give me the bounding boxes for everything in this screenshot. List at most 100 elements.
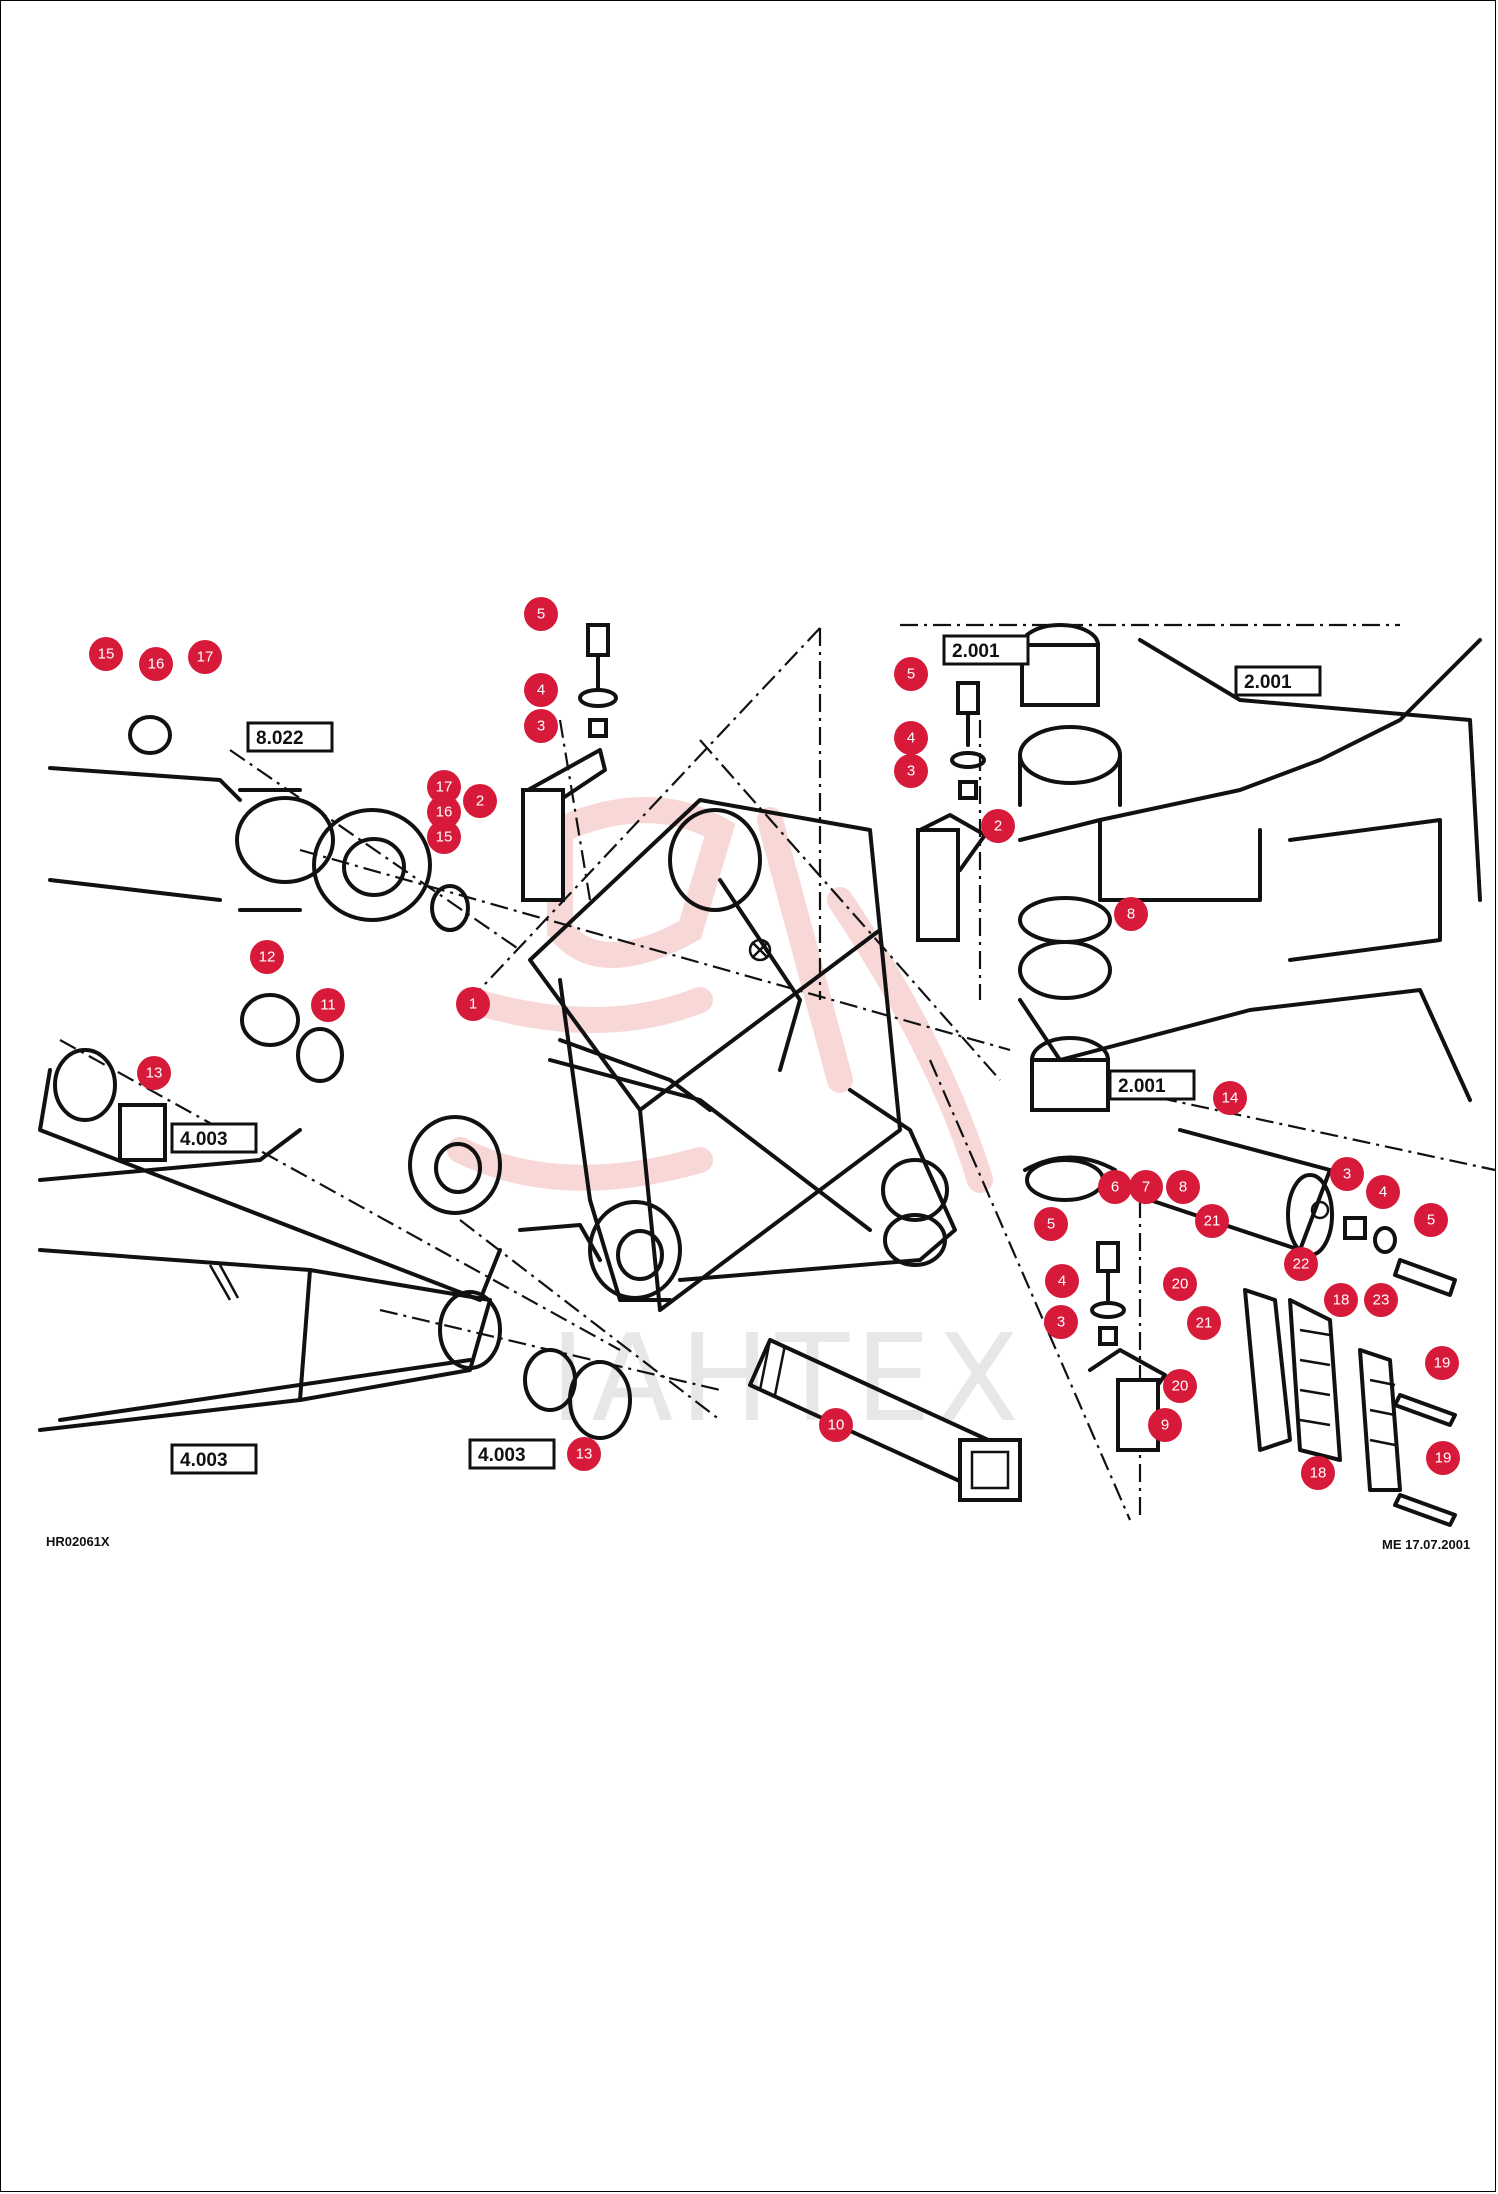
svg-text:11: 11 (320, 997, 336, 1014)
svg-text:19: 19 (1435, 1450, 1452, 1467)
callout-badge-18: 18 (1324, 1283, 1358, 1317)
svg-text:23: 23 (1373, 1292, 1390, 1309)
svg-text:3: 3 (1343, 1166, 1351, 1183)
callout-badge-17: 17 (188, 640, 222, 674)
callout-badge-3: 3 (1330, 1157, 1364, 1191)
svg-text:10: 10 (828, 1417, 845, 1434)
callout-badge-14: 14 (1213, 1081, 1247, 1115)
svg-text:6: 6 (1111, 1179, 1119, 1196)
svg-text:17: 17 (197, 649, 214, 666)
callout-badge-8: 8 (1114, 897, 1148, 931)
svg-text:3: 3 (537, 718, 545, 735)
svg-text:19: 19 (1434, 1355, 1451, 1372)
svg-text:7: 7 (1142, 1179, 1150, 1196)
callout-badge-2: 2 (981, 809, 1015, 843)
callout-badge-7: 7 (1129, 1170, 1163, 1204)
svg-text:20: 20 (1172, 1378, 1189, 1395)
svg-text:8: 8 (1127, 906, 1135, 923)
reference-box-8022: 8.022 (246, 721, 334, 753)
svg-text:13: 13 (146, 1065, 163, 1082)
svg-text:4: 4 (907, 730, 915, 747)
svg-text:17: 17 (436, 779, 453, 796)
svg-text:2: 2 (994, 818, 1002, 835)
svg-text:4.003: 4.003 (478, 1445, 526, 1466)
callout-badge-4: 4 (1366, 1175, 1400, 1209)
svg-text:2.001: 2.001 (1118, 1076, 1166, 1097)
revision-stamp: ME 17.07.2001 (1382, 1537, 1470, 1552)
reference-box-4003-left: 4.003 (170, 1122, 258, 1154)
callout-badge-12: 12 (250, 940, 284, 974)
callout-badge-10: 10 (819, 1408, 853, 1442)
dipper-arm (1018, 623, 1482, 1202)
hydraulic-cylinder (48, 766, 432, 922)
svg-text:16: 16 (436, 804, 453, 821)
callout-badge-11: 11 (311, 988, 345, 1022)
callout-badge-5: 5 (524, 597, 558, 631)
callout-badge-4: 4 (894, 721, 928, 755)
left-bushings (53, 715, 1117, 1440)
callout-badge-21: 21 (1195, 1204, 1229, 1238)
callout-badge-3: 3 (894, 754, 928, 788)
boom-arm (38, 1068, 502, 1432)
svg-text:5: 5 (537, 606, 545, 623)
callout-badge-15: 15 (427, 820, 461, 854)
right-pin-bolt (916, 681, 987, 942)
reference-box-4003-mid: 4.003 (468, 1438, 556, 1470)
callout-badge-4: 4 (1045, 1264, 1079, 1298)
svg-text:18: 18 (1333, 1292, 1350, 1309)
top-pin-bolt (521, 623, 618, 902)
svg-text:3: 3 (1057, 1314, 1065, 1331)
callout-badge-6: 6 (1098, 1170, 1132, 1204)
svg-text:4: 4 (1058, 1273, 1066, 1290)
svg-text:20: 20 (1172, 1276, 1189, 1293)
lower-bolt-group (1088, 1241, 1167, 1452)
main-pin-10 (748, 1338, 1022, 1502)
callout-badge-18: 18 (1301, 1456, 1335, 1490)
svg-text:22: 22 (1293, 1256, 1310, 1273)
svg-text:13: 13 (576, 1446, 593, 1463)
callout-badge-15: 15 (89, 637, 123, 671)
callout-badge-16: 16 (427, 795, 461, 829)
svg-text:3: 3 (907, 763, 915, 780)
svg-text:8: 8 (1179, 1179, 1187, 1196)
svg-text:5: 5 (907, 666, 915, 683)
wear-strips (1243, 1288, 1457, 1527)
callout-badge-19: 19 (1425, 1346, 1459, 1380)
callout-badge-5: 5 (1414, 1203, 1448, 1237)
callout-badge-17: 17 (427, 770, 461, 804)
svg-text:2: 2 (476, 793, 484, 810)
callout-badge-22: 22 (1284, 1247, 1318, 1281)
callout-badge-19: 19 (1426, 1441, 1460, 1475)
watermark-logo: ІАНТЕХ (447, 797, 1019, 1449)
callout-badge-1: 1 (456, 987, 490, 1021)
callout-badge-8: 8 (1166, 1170, 1200, 1204)
callout-badge-5: 5 (894, 657, 928, 691)
callout-badge-5: 5 (1034, 1207, 1068, 1241)
reference-box-4003-bottom: 4.003 (170, 1443, 258, 1475)
svg-text:12: 12 (259, 949, 276, 966)
reference-box-2001-top: 2.001 (942, 634, 1030, 666)
svg-text:5: 5 (1047, 1216, 1055, 1233)
callout-badge-4: 4 (524, 673, 558, 707)
svg-text:5: 5 (1427, 1212, 1435, 1229)
svg-text:2.001: 2.001 (952, 641, 1000, 662)
svg-text:4: 4 (537, 682, 545, 699)
svg-text:1: 1 (469, 996, 477, 1013)
svg-text:8.022: 8.022 (256, 728, 304, 749)
callout-badge-16: 16 (139, 647, 173, 681)
svg-text:21: 21 (1204, 1213, 1221, 1230)
svg-text:15: 15 (436, 829, 453, 846)
svg-text:16: 16 (148, 656, 165, 673)
callout-badge-13: 13 (137, 1056, 171, 1090)
callout-badge-20: 20 (1163, 1369, 1197, 1403)
svg-text:2.001: 2.001 (1244, 672, 1292, 693)
reference-box-2001-right: 2.001 (1234, 665, 1322, 697)
callout-badge-2: 2 (463, 784, 497, 818)
callout-badge-13: 13 (567, 1437, 601, 1471)
drawing-code: HR02061X (46, 1534, 110, 1549)
callout-badge-3: 3 (524, 709, 558, 743)
svg-text:18: 18 (1310, 1465, 1327, 1482)
svg-text:4.003: 4.003 (180, 1450, 228, 1471)
